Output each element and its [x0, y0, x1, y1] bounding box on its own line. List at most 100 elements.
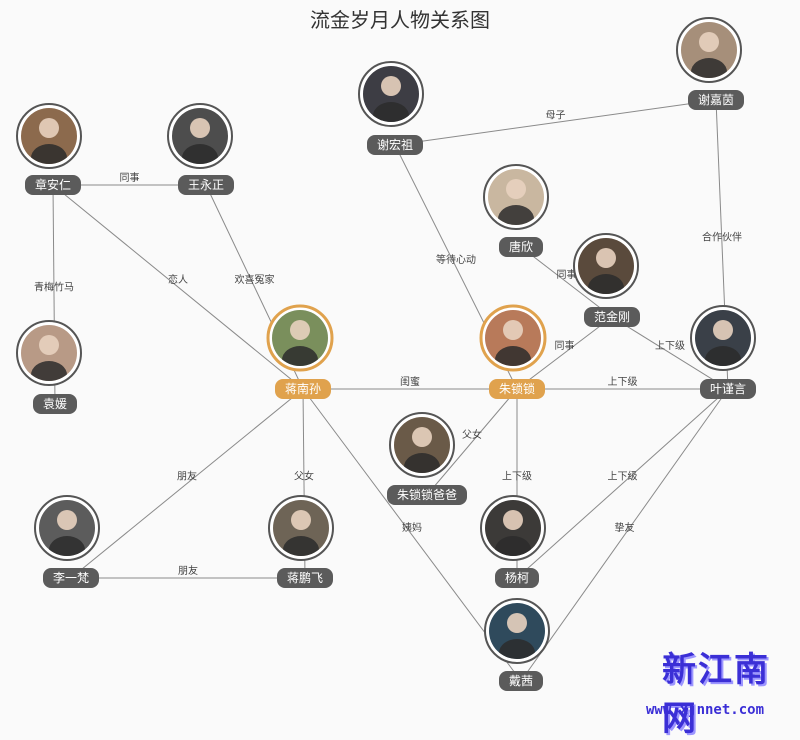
person-node[interactable]: 蒋南孙: [266, 304, 334, 399]
person-node[interactable]: 杨柯: [480, 495, 546, 588]
person-name: 谢嘉茵: [698, 92, 734, 107]
relationship-edge: 上下级: [516, 388, 729, 579]
edge-label: 上下级: [655, 340, 685, 352]
edge-label: 母子: [546, 110, 566, 122]
edge-label: 上下级: [608, 471, 638, 483]
watermark-url: www.xjnnet.com: [646, 702, 765, 718]
person-name: 章安仁: [35, 177, 71, 192]
name-pill: [489, 379, 545, 399]
person-name: 王永正: [188, 178, 224, 192]
relationship-edge: 挚友: [520, 388, 729, 682]
portrait-photo: [578, 238, 634, 294]
person-icon: [57, 510, 77, 530]
relationship-edge: 同事: [520, 246, 613, 318]
person-icon: [506, 179, 526, 199]
relationship-edge: 上下级: [611, 316, 729, 390]
person-name: 袁媛: [43, 397, 67, 411]
person-icon: [290, 320, 310, 340]
edge-label: 上下级: [608, 376, 638, 388]
person-node[interactable]: 谢嘉茵: [676, 17, 744, 110]
portrait-photo: [394, 417, 450, 473]
edge-line: [70, 388, 304, 579]
portrait-photo: [273, 500, 329, 556]
portrait-photo: [485, 310, 541, 366]
portrait-photo: [363, 66, 419, 122]
person-node[interactable]: 王永正: [167, 103, 234, 195]
person-node[interactable]: 李一梵: [34, 495, 100, 588]
edge-line: [516, 316, 613, 390]
person-icon: [39, 118, 59, 138]
relationship-edge: 父女: [426, 388, 518, 496]
edge-label: 同事: [120, 171, 140, 184]
person-icon: [503, 510, 523, 530]
person-node[interactable]: 唐欣: [483, 164, 549, 257]
edge-label: 青梅竹马: [34, 281, 74, 294]
person-icon: [507, 613, 527, 633]
portrait-photo: [485, 500, 541, 556]
edge-label: 朋友: [177, 470, 197, 483]
name-pill: [499, 237, 543, 257]
edge-label: 同事: [557, 268, 577, 281]
edge-label: 欢喜冤家: [235, 273, 275, 286]
person-node[interactable]: 叶谨言: [690, 305, 756, 399]
person-name: 戴茜: [509, 673, 533, 688]
edge-label: 父女: [462, 428, 482, 441]
relationship-edge: 闺蜜: [303, 375, 517, 390]
name-pill: [33, 394, 77, 414]
relationship-edge: 上下级: [517, 376, 728, 390]
person-name: 朱锁锁爸爸: [397, 487, 457, 502]
edge-label: 上下级: [502, 471, 532, 483]
person-name: 唐欣: [509, 239, 533, 254]
person-icon: [381, 76, 401, 96]
edge-line: [520, 246, 613, 318]
name-pill: [367, 135, 423, 155]
person-name: 叶谨言: [710, 382, 746, 396]
person-icon: [412, 427, 432, 447]
portrait-photo: [172, 108, 228, 164]
edge-label: 姨妈: [402, 521, 422, 534]
name-pill: [584, 307, 640, 327]
person-node[interactable]: 范金刚: [573, 233, 640, 327]
name-pill: [43, 568, 99, 588]
person-node[interactable]: 章安仁: [16, 103, 82, 195]
person-node[interactable]: 蒋鹏飞: [268, 495, 334, 588]
name-pill: [275, 379, 331, 399]
edge-label: 同事: [555, 339, 575, 352]
person-name: 杨柯: [505, 570, 529, 585]
edge-line: [516, 388, 729, 579]
name-pill: [387, 485, 467, 505]
name-pill: [25, 175, 81, 195]
person-name: 范金刚: [594, 309, 630, 324]
edge-line: [52, 184, 304, 390]
person-icon: [39, 335, 59, 355]
name-pill: [277, 568, 333, 588]
edge-label: 等待心动: [436, 253, 476, 266]
portrait-photo: [488, 169, 544, 225]
person-node[interactable]: 戴茜: [484, 598, 550, 691]
edge-label: 父女: [294, 470, 314, 483]
person-node[interactable]: 谢宏祖: [358, 61, 424, 155]
name-pill: [495, 568, 539, 588]
portrait-photo: [695, 310, 751, 366]
portrait-photo: [39, 500, 95, 556]
edge-label: 挚友: [615, 521, 635, 534]
edge-line: [394, 99, 717, 146]
relationship-edge: 同事: [516, 316, 613, 390]
person-name: 蒋南孙: [285, 381, 321, 396]
person-node[interactable]: 袁媛: [16, 320, 82, 414]
person-icon: [503, 320, 523, 340]
person-node[interactable]: 朱锁锁爸爸: [387, 412, 467, 505]
edge-line: [426, 388, 518, 496]
name-pill: [700, 379, 756, 399]
watermark-logo: 新江南网: [662, 650, 770, 739]
portrait-photo: [489, 603, 545, 659]
edge-label: 闺蜜: [400, 375, 420, 388]
person-node[interactable]: 朱锁锁: [479, 304, 547, 399]
person-name: 谢宏祖: [377, 137, 413, 152]
edge-label: 朋友: [178, 564, 198, 577]
person-name: 李一梵: [53, 570, 89, 585]
relationship-edge: 母子: [394, 99, 717, 146]
portrait-photo: [272, 310, 328, 366]
edges-layer: 同事青梅竹马恋人欢喜冤家母子等待心动合作伙伴同事同事上下级闺蜜上下级父女上下级上…: [34, 99, 742, 682]
